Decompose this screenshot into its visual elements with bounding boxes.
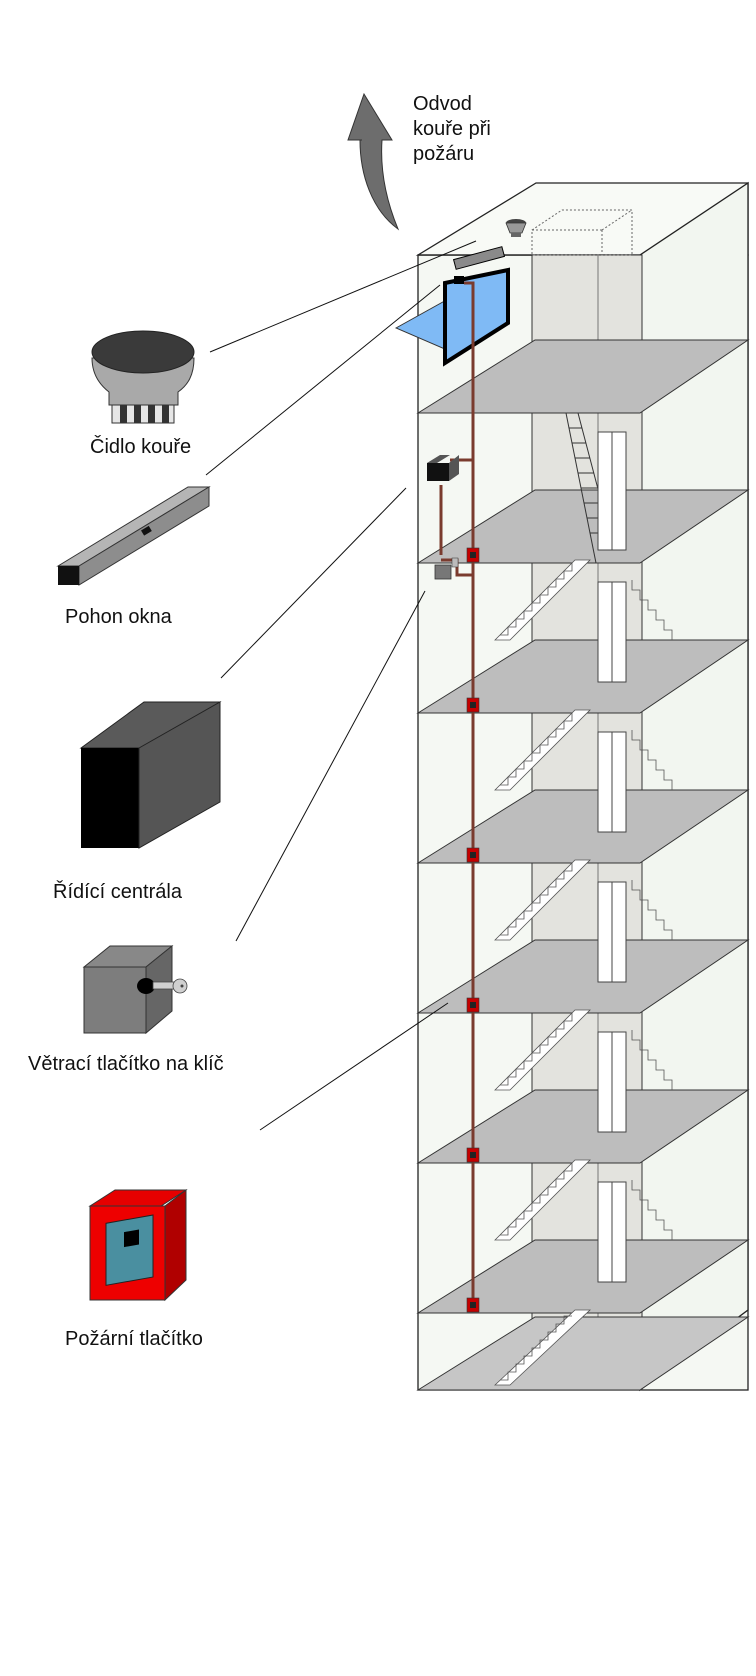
smoke-detector-label: Čidlo kouře bbox=[90, 436, 192, 458]
slab-bottom bbox=[416, 1316, 750, 1391]
control-unit-icon bbox=[79, 701, 222, 849]
leader-key-switch bbox=[235, 590, 426, 942]
leader-lines bbox=[205, 240, 477, 1131]
roof-window bbox=[394, 246, 510, 367]
slab-1 bbox=[416, 489, 750, 564]
window-actuator-mounted bbox=[452, 246, 506, 270]
window-actuator-icon bbox=[56, 486, 211, 586]
smoke-exhaust-label: Odvod kouře při požáru bbox=[413, 93, 491, 165]
elevator-doors bbox=[597, 431, 627, 1283]
key-switch-icon bbox=[82, 944, 188, 1035]
floor-slabs bbox=[416, 339, 750, 1391]
smoke-detector-icon bbox=[91, 330, 195, 424]
smoke-exhaust-arrow-icon bbox=[347, 92, 400, 231]
slab-2 bbox=[416, 639, 750, 714]
wall-key-switch bbox=[434, 557, 459, 580]
fire-button-label: Požární tlačítko bbox=[65, 1328, 203, 1350]
control-unit-label: Řídící centrála bbox=[53, 881, 182, 903]
building bbox=[394, 181, 750, 1392]
leader-fire-button bbox=[259, 1002, 449, 1131]
leader-control-unit bbox=[220, 487, 407, 679]
slab-3 bbox=[416, 789, 750, 864]
wall-control-unit bbox=[427, 455, 459, 481]
fire-button-icon bbox=[88, 1188, 188, 1302]
window-frame bbox=[443, 267, 510, 367]
staircases bbox=[493, 559, 673, 1386]
slab-5 bbox=[416, 1089, 750, 1164]
key-vent-button-label: Větrací tlačítko na klíč bbox=[28, 1053, 224, 1075]
ceiling-smoke-detector bbox=[505, 219, 527, 237]
cable-riser bbox=[439, 281, 475, 1305]
window-actuator-label: Pohon okna bbox=[65, 606, 172, 628]
riser-fire-buttons bbox=[466, 547, 480, 1313]
slab-6 bbox=[416, 1239, 750, 1314]
machine-room bbox=[531, 209, 633, 256]
leader-smoke-detector bbox=[209, 240, 477, 353]
slab-4 bbox=[416, 939, 750, 1014]
leader-window-actuator bbox=[205, 284, 441, 476]
